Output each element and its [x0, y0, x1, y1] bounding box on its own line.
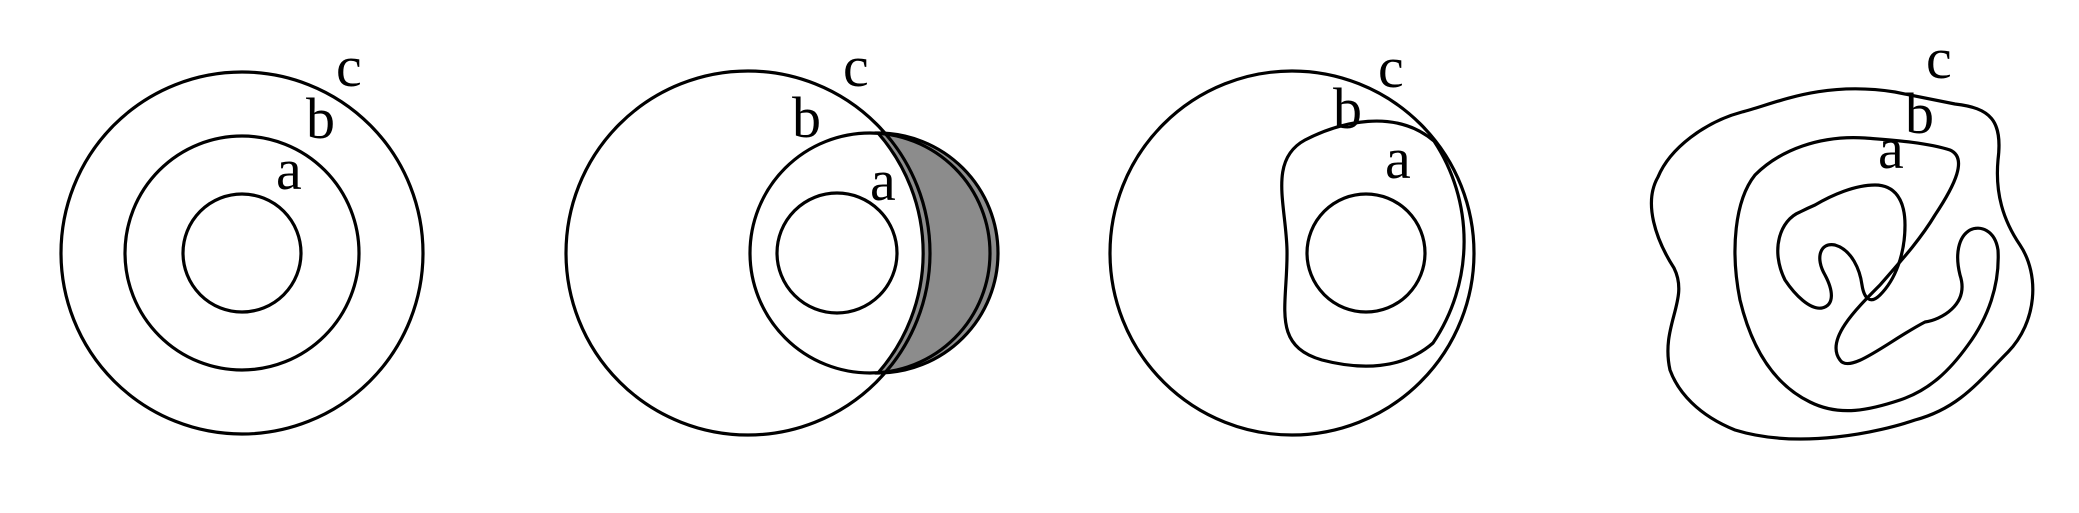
panel-4-label-a: a — [1878, 116, 1904, 181]
panel-1-circle-c — [59, 70, 425, 436]
panel-4-label-c: c — [1926, 26, 1952, 91]
panel-4-irregular: c b a — [1649, 26, 2035, 441]
panel-3-curve-b — [1280, 119, 1466, 368]
panel-3-label-c: c — [1378, 35, 1404, 100]
panel-2-circle-b — [748, 131, 992, 375]
panel-4-curve-b — [1733, 136, 2000, 413]
panel-2-shaded-crescent — [874, 131, 1000, 375]
panel-1-concentric: c b a — [59, 34, 425, 436]
panel-2-circle-a — [775, 191, 899, 315]
panel-1-label-c: c — [336, 34, 362, 99]
panel-4-label-b: b — [1905, 81, 1934, 146]
panel-3-circle-c — [1108, 69, 1476, 437]
panel-2-label-a: a — [870, 148, 896, 213]
panel-1-label-a: a — [276, 137, 302, 202]
panel-2-circle-c — [564, 69, 932, 437]
panel-1-circle-a — [181, 192, 303, 314]
panel-3-circle-a — [1305, 192, 1427, 314]
panel-3-label-b: b — [1333, 76, 1362, 141]
panel-2-label-b: b — [792, 85, 821, 150]
panel-3-tangent: c b a — [1108, 35, 1476, 437]
panel-2-label-c: c — [843, 34, 869, 99]
panel-3-label-a: a — [1385, 126, 1411, 191]
panel-4-curve-c — [1649, 87, 2035, 441]
panel-4-curve-a — [1776, 183, 1907, 310]
panel-2-overlap: c b a — [564, 34, 1000, 437]
panel-1-label-b: b — [306, 86, 335, 151]
panel-1-circle-b — [123, 134, 361, 372]
